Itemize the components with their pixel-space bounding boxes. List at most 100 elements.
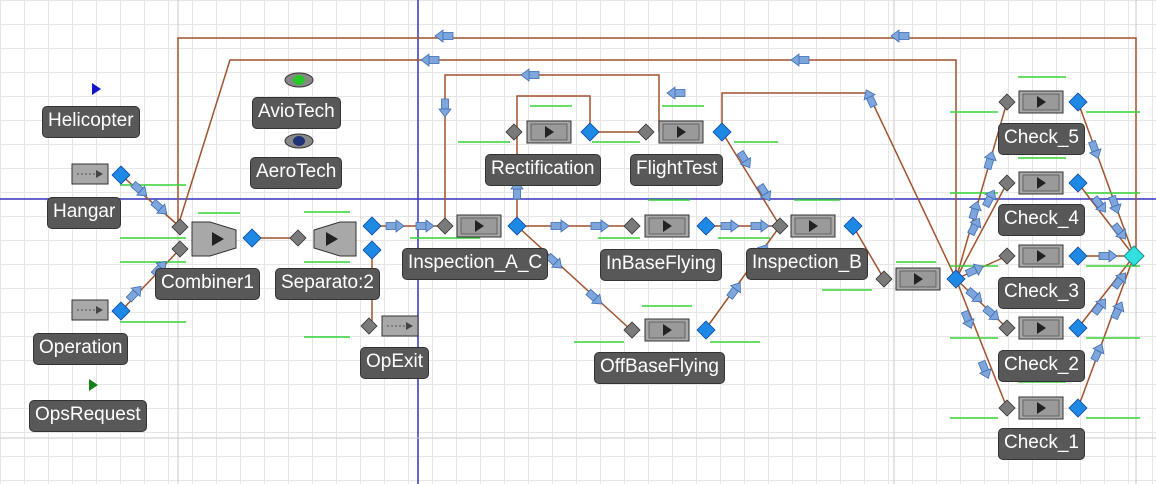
output-node[interactable] (696, 216, 716, 236)
input-node[interactable] (360, 317, 378, 335)
output-node[interactable] (242, 228, 262, 248)
off-base-flying-server[interactable] (623, 318, 716, 342)
input-node[interactable] (623, 321, 641, 339)
output-node[interactable] (1068, 318, 1088, 338)
input-node[interactable] (998, 247, 1016, 265)
rectification-label: Rectification (485, 154, 601, 186)
fan-in-check4 (1077, 182, 1135, 257)
output-node[interactable] (362, 216, 382, 236)
loop-to-final (721, 92, 957, 280)
input-node[interactable] (771, 217, 789, 235)
check-2-server[interactable] (998, 316, 1088, 340)
output-node[interactable] (111, 301, 131, 321)
play-icon (326, 232, 338, 246)
loop-rectification-to-inspection (444, 74, 660, 226)
server-icon (1018, 244, 1064, 268)
check-3-label: Check_3 (998, 277, 1085, 309)
aero-tech-resource-icon[interactable] (284, 133, 314, 149)
input-node[interactable] (998, 93, 1016, 111)
check-5-label: Check_5 (998, 123, 1085, 155)
fan-out-check1 (955, 278, 1008, 409)
combiner1-object[interactable] (171, 218, 262, 258)
hangar-source[interactable] (71, 163, 131, 185)
check-3-server[interactable] (998, 244, 1088, 268)
check-4-label: Check_4 (998, 204, 1085, 236)
operation-source[interactable] (71, 299, 131, 321)
output-node[interactable] (362, 240, 382, 260)
operation-label: Operation (33, 333, 129, 365)
separator2-object[interactable] (289, 216, 382, 260)
ops-request-label: OpsRequest (29, 400, 147, 432)
input-node[interactable] (998, 399, 1016, 417)
avio-tech-resource-icon[interactable] (284, 72, 314, 88)
final-server[interactable] (875, 267, 966, 291)
server-icon (658, 120, 704, 144)
server-icon (1018, 316, 1064, 340)
queue-lines (120, 76, 1140, 419)
server-icon (1018, 396, 1064, 420)
output-node[interactable] (1068, 246, 1088, 266)
helicopter-entity-icon[interactable] (92, 83, 101, 95)
final-sink-node[interactable] (1123, 245, 1145, 267)
input-node[interactable] (436, 217, 454, 235)
source-icon (71, 163, 109, 185)
input-node[interactable] (289, 229, 307, 247)
server-icon (644, 214, 690, 238)
connector-flighttest-inspb (721, 131, 781, 227)
flight-test-label: FlightTest (630, 154, 724, 186)
output-node[interactable] (1068, 173, 1088, 193)
output-node[interactable] (696, 320, 716, 340)
avio-tech-label: AvioTech (252, 97, 341, 129)
in-base-flying-label: InBaseFlying (600, 249, 722, 281)
input-node[interactable] (623, 217, 641, 235)
helicopter-label: Helicopter (42, 106, 140, 138)
server-icon (1018, 90, 1064, 114)
server-icon (1018, 171, 1064, 195)
input-node[interactable] (875, 270, 893, 288)
fan-out-check4 (955, 182, 1008, 280)
output-node[interactable] (843, 216, 863, 236)
sink-icon (381, 315, 419, 337)
connector-inspection-offbase (516, 225, 632, 331)
server-icon (895, 267, 941, 291)
fan-in-check2 (1077, 255, 1135, 329)
server-icon (644, 318, 690, 342)
output-node[interactable] (712, 122, 732, 142)
input-node[interactable] (998, 174, 1016, 192)
ops-request-entity-icon[interactable] (89, 379, 98, 391)
output-node[interactable] (111, 165, 131, 185)
output-node[interactable] (507, 216, 527, 236)
return-connector-inner (177, 59, 957, 279)
check-2-label: Check_2 (998, 350, 1085, 382)
input-node[interactable] (171, 240, 189, 258)
check-1-server[interactable] (998, 396, 1088, 420)
play-icon (212, 232, 224, 246)
output-node[interactable] (1068, 398, 1088, 418)
input-node[interactable] (505, 123, 523, 141)
server-icon (526, 120, 572, 144)
in-base-flying-server[interactable] (623, 214, 716, 238)
op-exit-sink[interactable] (360, 315, 419, 337)
inspection-a-label: Inspection_A_C (402, 248, 549, 280)
output-node[interactable] (580, 122, 600, 142)
inspection-b-server[interactable] (771, 214, 863, 238)
output-node[interactable] (946, 269, 966, 289)
op-exit-label: OpExit (360, 347, 430, 379)
input-node[interactable] (998, 319, 1016, 337)
check-5-server[interactable] (998, 90, 1088, 114)
inspection-a-server[interactable] (436, 214, 527, 238)
rectification-server[interactable] (505, 120, 600, 144)
combiner1-label: Combiner1 (155, 268, 260, 300)
flight-test-server[interactable] (637, 120, 732, 144)
connector-offbase-inspb (704, 225, 781, 331)
check-4-server[interactable] (998, 171, 1088, 195)
input-node[interactable] (637, 123, 655, 141)
connector-inspb-final (852, 225, 885, 280)
output-node[interactable] (1068, 92, 1088, 112)
input-node[interactable] (171, 218, 189, 236)
aero-tech-label: AeroTech (250, 157, 343, 189)
inspection-b-label: Inspection_B (746, 248, 868, 280)
